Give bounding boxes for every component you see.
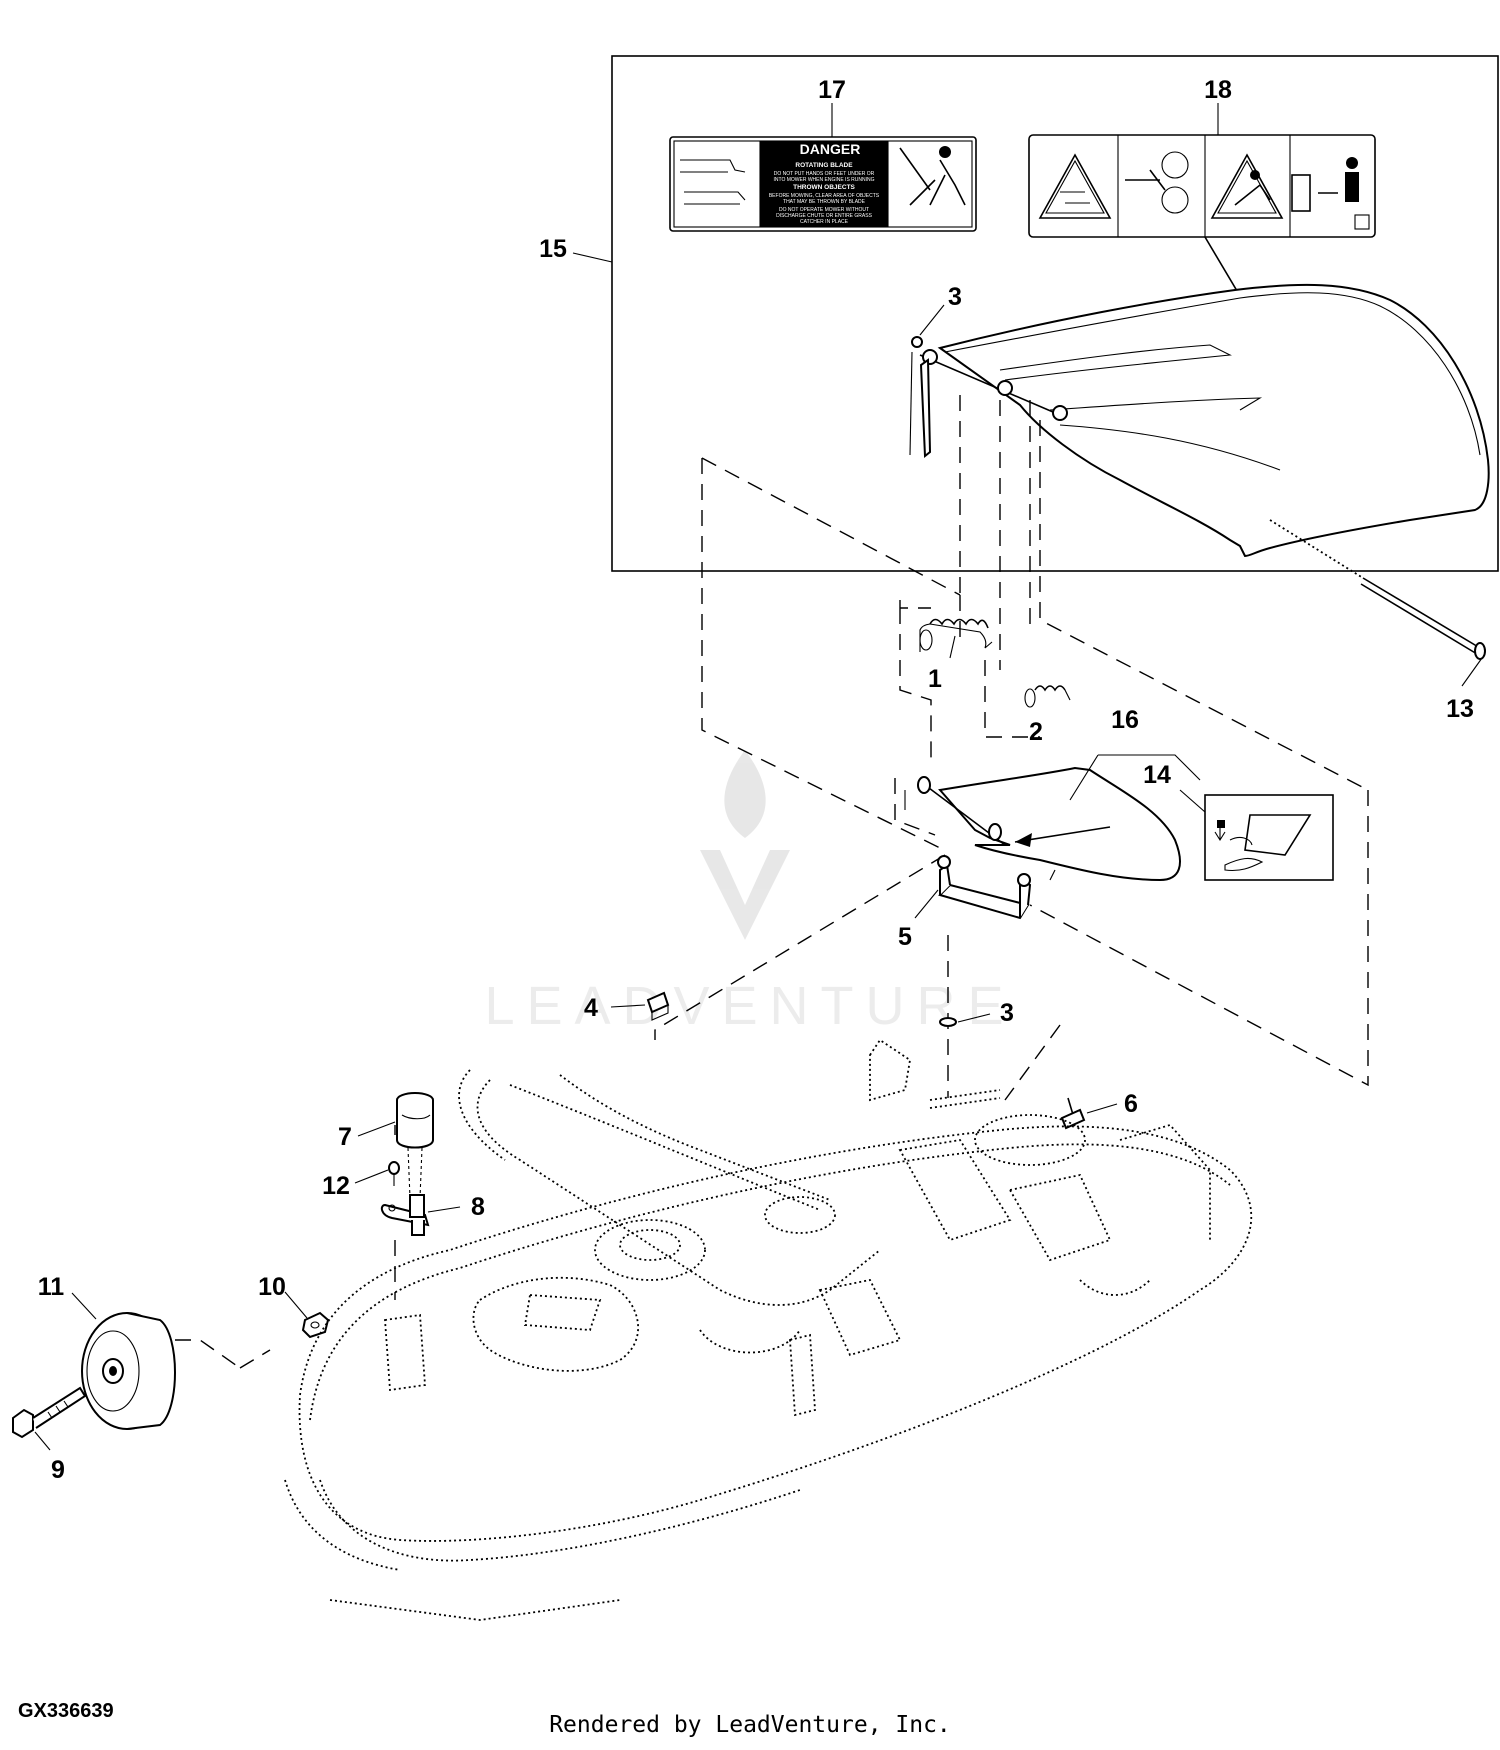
leader-1 xyxy=(949,635,956,659)
leader-9 xyxy=(34,1431,51,1451)
wheel-mount-line xyxy=(239,1349,271,1369)
callout-11: 11 xyxy=(38,1273,65,1301)
washer-3 xyxy=(939,1017,957,1027)
spring-1 xyxy=(919,618,993,652)
bushing-7 xyxy=(396,1092,434,1199)
leader-6 xyxy=(1086,1103,1118,1114)
callout-6: 6 xyxy=(1124,1090,1138,1118)
nut-10 xyxy=(301,1311,330,1339)
decal-17-line5: BEFORE MOWING, CLEAR AREA OF OBJECTS xyxy=(769,193,880,199)
bolt-9 xyxy=(12,1386,87,1439)
decal-14 xyxy=(1204,794,1334,881)
callout-3-top: 3 xyxy=(948,283,962,311)
callout-3-bottom: 3 xyxy=(1000,999,1014,1027)
leader-13 xyxy=(1461,657,1483,687)
decal-17-line2: DO NOT PUT HANDS OR FEET UNDER OR xyxy=(774,171,875,177)
spring-2 xyxy=(1024,685,1071,708)
callout-12: 12 xyxy=(322,1172,350,1200)
assembly-dashed-lines xyxy=(394,395,1369,1135)
leader-10 xyxy=(284,1291,308,1319)
leader-3b xyxy=(957,1013,991,1023)
decal-17-line4: THROWN OBJECTS xyxy=(793,184,855,191)
callout-1: 1 xyxy=(928,665,942,693)
leader-11 xyxy=(71,1292,97,1320)
bolt-12 xyxy=(388,1161,400,1186)
leader-7 xyxy=(357,1121,396,1137)
discharge-chute-15 xyxy=(909,283,1490,558)
leader-8 xyxy=(427,1206,461,1213)
callout-7: 7 xyxy=(338,1123,352,1151)
leader-15 xyxy=(572,252,613,263)
decal-17: DANGER ROTATING BLADE DO NOT PUT HANDS O… xyxy=(669,136,977,232)
assembly-box-15 xyxy=(611,55,1499,572)
bracket-8 xyxy=(380,1194,430,1236)
bolt-6 xyxy=(1060,1097,1086,1130)
render-credit: Rendered by LeadVenture, Inc. xyxy=(549,1712,951,1738)
callout-13: 13 xyxy=(1446,695,1474,723)
rod-13 xyxy=(1269,519,1486,660)
callout-14: 14 xyxy=(1143,761,1171,789)
decal-17-line9: CATCHER IN PLACE xyxy=(800,219,849,225)
nut-4 xyxy=(646,991,670,1021)
wheel-11 xyxy=(81,1312,241,1430)
callout-5: 5 xyxy=(898,923,912,951)
callout-18: 18 xyxy=(1204,76,1232,104)
bracket-5 xyxy=(937,855,1032,920)
callout-10: 10 xyxy=(258,1273,286,1301)
watermark-logo xyxy=(700,750,790,940)
callout-15: 15 xyxy=(539,235,567,263)
decal-17-line3: INTO MOWER WHEN ENGINE IS RUNNING xyxy=(773,177,874,183)
watermark-text: LEADVENTURE xyxy=(484,976,1016,1036)
decal-18 xyxy=(1028,134,1376,238)
leader-14 xyxy=(1179,789,1206,813)
decal-17-line6: THAT MAY BE THROWN BY BLADE xyxy=(783,199,866,205)
callout-17: 17 xyxy=(818,76,846,104)
callout-2: 2 xyxy=(1029,718,1043,746)
callout-9: 9 xyxy=(51,1456,65,1484)
leader-3a xyxy=(919,304,945,336)
decal-17-line7: DO NOT OPERATE MOWER WITHOUT xyxy=(779,207,869,213)
leader-16 xyxy=(1069,754,1201,801)
mower-deck xyxy=(284,1038,1253,1621)
leader-4 xyxy=(610,1004,646,1008)
diagram-id: GX336639 xyxy=(18,1700,114,1722)
decal-17-header: DANGER xyxy=(800,141,861,157)
callout-16: 16 xyxy=(1111,706,1139,734)
deflector-16 xyxy=(904,766,1181,882)
decal-17-line1: ROTATING BLADE xyxy=(795,162,853,169)
callout-4: 4 xyxy=(584,994,598,1022)
decal-17-line8: DISCHARGE CHUTE OR ENTIRE GRASS xyxy=(776,213,873,219)
leader-12 xyxy=(354,1169,389,1184)
leader-5 xyxy=(914,889,939,919)
callout-8: 8 xyxy=(471,1193,485,1221)
